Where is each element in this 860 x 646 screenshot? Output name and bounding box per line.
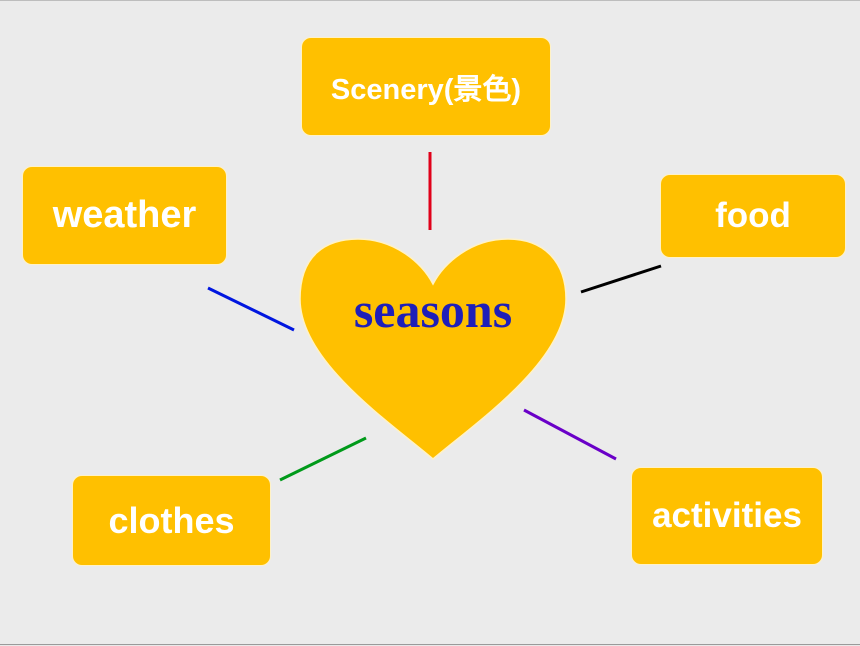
center-label: seasons (353, 282, 513, 338)
node-weather: weather (22, 166, 227, 265)
connector-food (580, 264, 662, 294)
node-food: food (660, 174, 846, 258)
node-weather-label: weather (52, 194, 197, 236)
node-activities: activities (631, 467, 823, 565)
connector-clothes (279, 436, 367, 482)
node-scenery-label: Scenery(景色) (330, 73, 522, 106)
connector-activities (523, 408, 617, 461)
node-food-label: food (715, 196, 791, 235)
center-heart-shape (299, 238, 567, 460)
node-clothes-label: clothes (108, 499, 235, 541)
node-clothes: clothes (72, 475, 271, 566)
node-activities-label: activities (652, 496, 802, 535)
node-scenery: Scenery(景色) (301, 37, 551, 136)
connector-weather (207, 286, 295, 332)
